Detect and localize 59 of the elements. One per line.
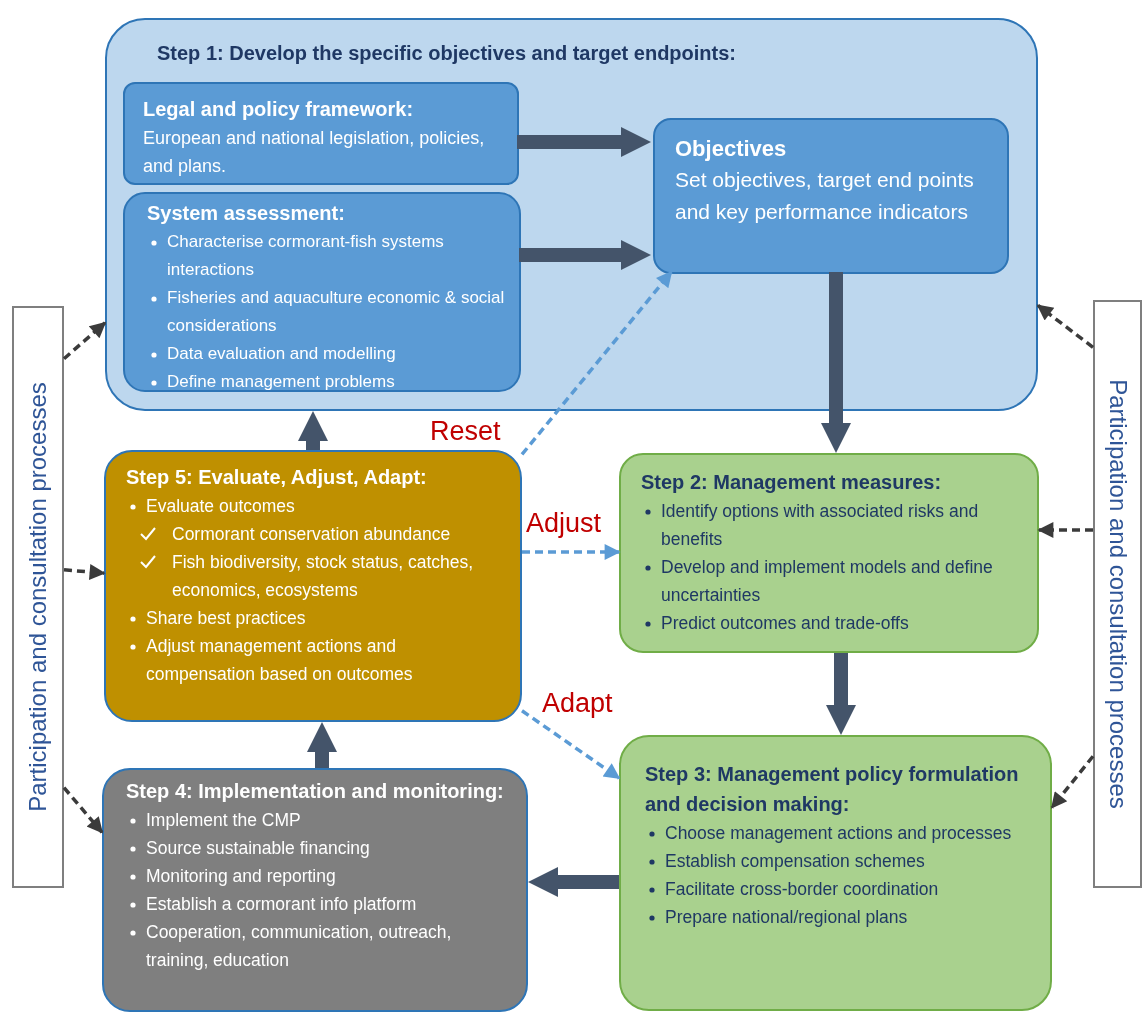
- arrow: [298, 411, 328, 450]
- arrow: [1037, 522, 1093, 538]
- process-box: [619, 735, 1052, 1011]
- checklist-item: Fish biodiversity, stock status, catches, economics, ecosystems: [126, 548, 500, 604]
- box-heading: Step 4: Implementation and monitoring:: [126, 779, 504, 804]
- bullet-item: Establish a cormorant info platform: [126, 890, 504, 918]
- box-heading: System assessment:: [147, 201, 346, 226]
- box-heading: Step 3: Management policy formulation and decision making:: [645, 762, 1020, 817]
- process-box: [123, 192, 521, 392]
- arrow: [519, 240, 651, 270]
- side-panel: [12, 306, 64, 888]
- arrow: [528, 867, 619, 897]
- bullet-item: Share best practices: [126, 604, 500, 632]
- side-panel: [1093, 300, 1142, 888]
- arrow: [62, 786, 104, 834]
- arrow: [821, 272, 851, 453]
- box-heading: Step 5: Evaluate, Adjust, Adapt:: [126, 465, 428, 490]
- arrow: [1036, 304, 1095, 349]
- bullet-item: Predict outcomes and trade-offs: [641, 609, 1017, 637]
- process-box: [653, 118, 1009, 274]
- bullet-item: Develop and implement models and define uncertainties: [641, 553, 1017, 609]
- box-heading: Legal and policy framework:: [143, 97, 415, 122]
- process-box: [105, 18, 1038, 411]
- bullet-item: Adjust management actions and compensation based on outcomes: [126, 632, 500, 688]
- checklist-item: Cormorant conservation abundance: [126, 520, 500, 548]
- bullet-item: Cooperation, communication, outreach, training, education: [126, 918, 504, 974]
- arrow: [826, 653, 856, 735]
- arrow: [522, 544, 621, 560]
- bullet-item: Monitoring and reporting: [126, 862, 504, 890]
- bullet-item: Evaluate outcomes: [126, 492, 500, 520]
- process-box: [123, 82, 519, 185]
- box-text: European and national legislation, policies, and plans.: [143, 127, 486, 178]
- box-heading: Objectives: [675, 135, 788, 163]
- box-heading: Step 2: Management measures:: [641, 470, 943, 495]
- process-box: [102, 768, 528, 1012]
- bullet-item: Source sustainable financing: [126, 834, 504, 862]
- arrow: [1050, 755, 1095, 809]
- bullet-item: Choose management actions and processes: [645, 819, 1026, 847]
- box-text: Set objectives, target end points and key performance indicators: [675, 167, 975, 225]
- arrow: [520, 270, 673, 456]
- process-box: [619, 453, 1039, 653]
- bullet-item: Fisheries and aquaculture economic & social considerations: [147, 284, 505, 340]
- bullet-item: Characterise cormorant-fish systems interactions: [147, 228, 505, 284]
- arrow: [521, 709, 621, 780]
- arrow: [307, 722, 337, 768]
- bullet-item: Data evaluation and modelling: [147, 340, 505, 368]
- bullet-item: Define management problems: [147, 368, 505, 396]
- box-heading: Step 1: Develop the specific objectives and target endpoints:: [157, 41, 737, 66]
- vertical-label: Participation and consultation processes: [24, 381, 52, 814]
- bullet-item: Implement the CMP: [126, 806, 504, 834]
- arrow: [62, 321, 107, 361]
- process-box: [104, 450, 522, 722]
- arrow: [517, 127, 651, 157]
- bullet-item: Prepare national/regional plans: [645, 903, 1026, 931]
- bullet-item: Establish compensation schemes: [645, 847, 1026, 875]
- arrow: [63, 564, 106, 580]
- bullet-item: Identify options with associated risks and benefits: [641, 497, 1017, 553]
- bullet-item: Facilitate cross-border coordination: [645, 875, 1026, 903]
- vertical-label: Participation and consultation processes: [1103, 378, 1132, 811]
